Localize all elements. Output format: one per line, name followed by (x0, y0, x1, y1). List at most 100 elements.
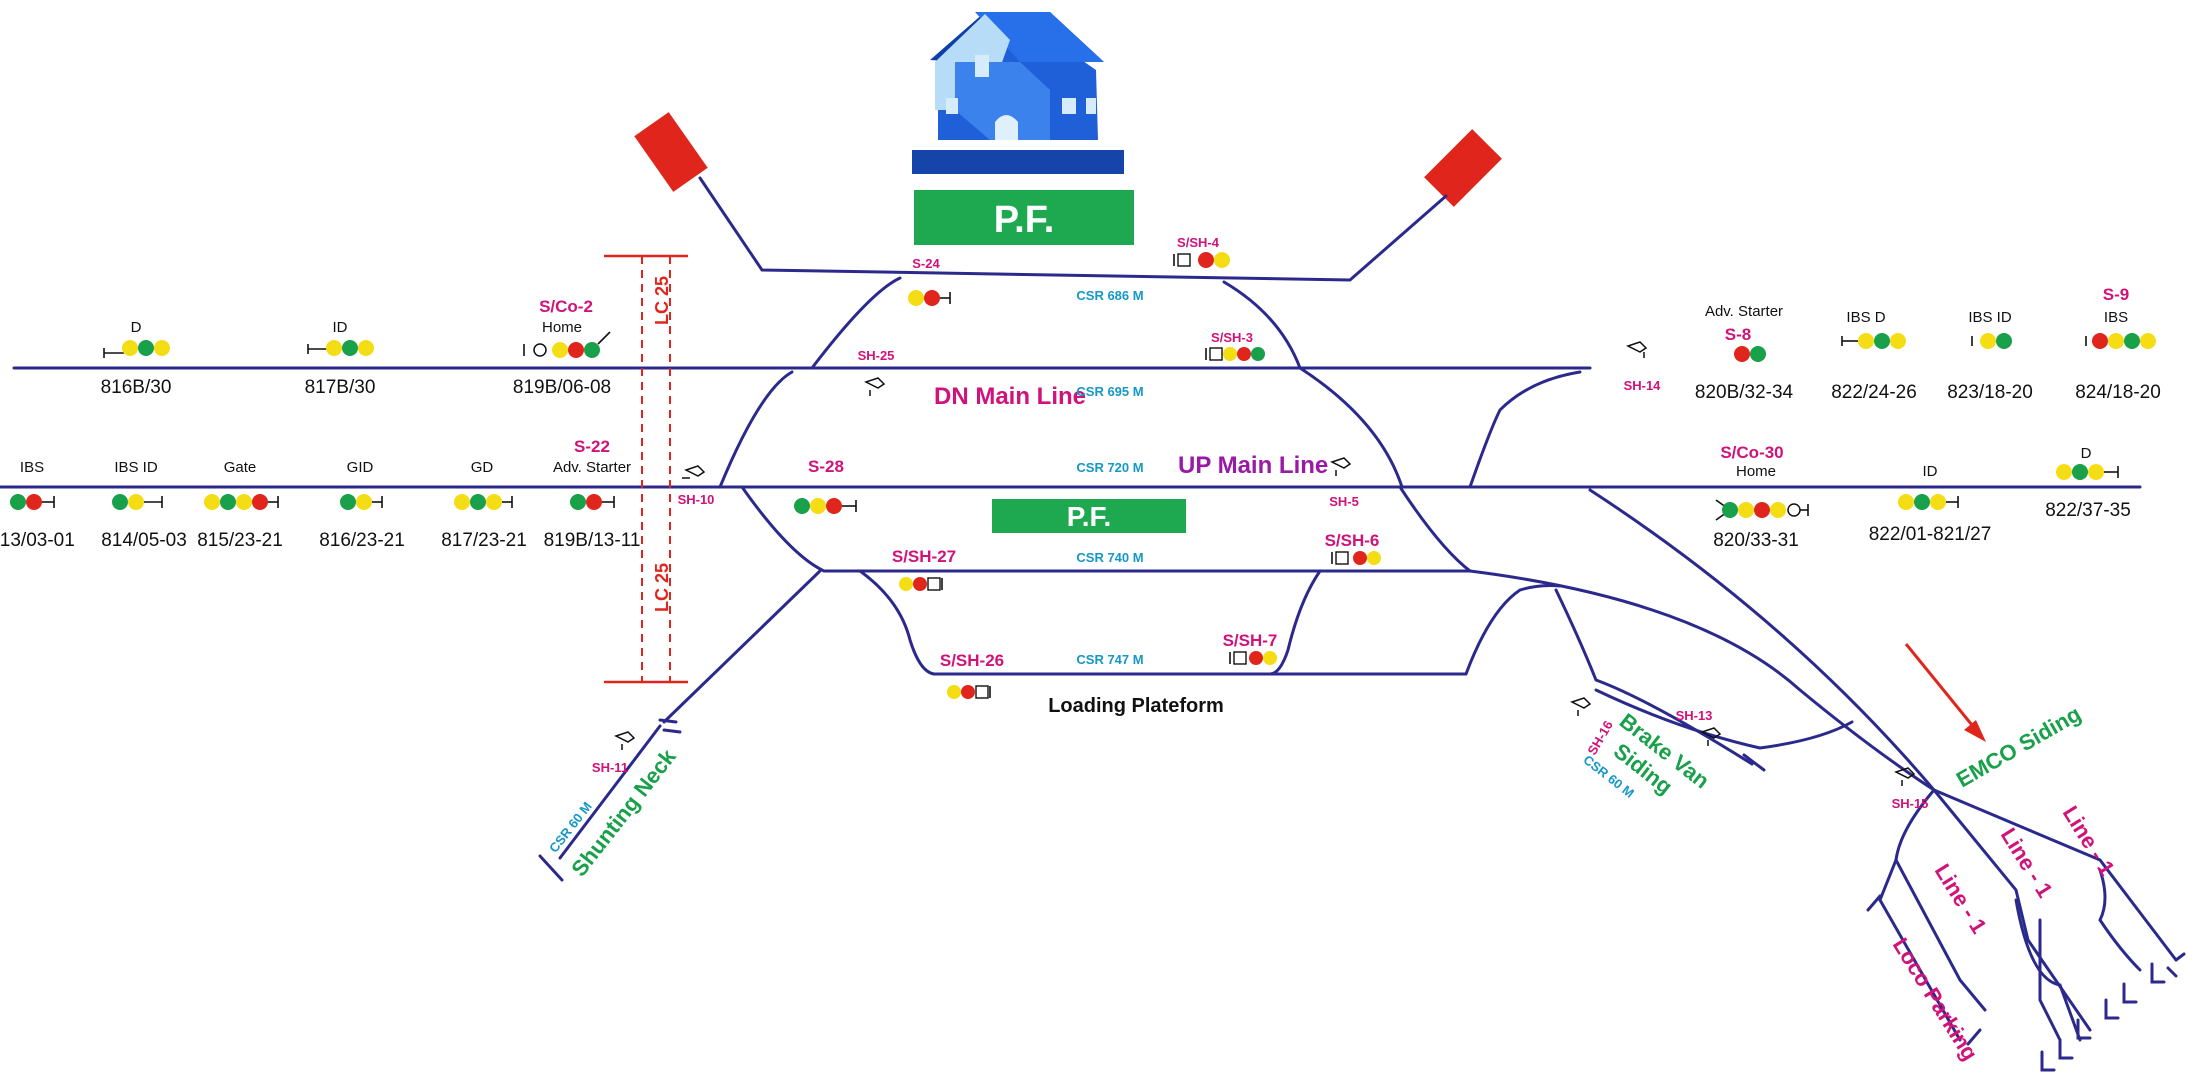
csr-label: CSR 686 M (1076, 288, 1143, 303)
up-signal-ibs: IBS 813/03-01 (0, 459, 75, 551)
lc-label-bottom: LC 25 (652, 563, 672, 612)
up-signal-id: ID 822/01-821/27 (1869, 463, 1992, 545)
csr-label: CSR 720 M (1076, 460, 1143, 475)
dn-signal-adv-starter: Adv. Starter S-8 820B/32-34 (1695, 303, 1794, 403)
station-building-icon (912, 12, 1124, 174)
signal-sh11: SH-11 (592, 731, 636, 775)
km-marker: 817/23-21 (441, 530, 527, 551)
km-marker: 820B/32-34 (1695, 382, 1794, 403)
km-marker: 819B/13-11 (544, 530, 641, 551)
signal-sh14: SH-14 (1624, 341, 1662, 393)
km-marker: 819B/06-08 (513, 377, 611, 398)
svg-text:SH-10: SH-10 (678, 492, 715, 507)
signal-sh10: SH-10 (678, 465, 715, 507)
svg-text:Adv. Starter: Adv. Starter (1705, 303, 1783, 320)
lc-label-top: LC 25 (652, 276, 672, 325)
emco-siding-label: EMCO Siding (1952, 701, 2085, 792)
svg-text:S/SH-27: S/SH-27 (892, 547, 956, 566)
loading-platform-label: Loading Plateform (1048, 695, 1224, 717)
svg-text:Gate: Gate (224, 459, 257, 476)
svg-text:S/Co-30: S/Co-30 (1720, 443, 1783, 462)
svg-text:ID: ID (1923, 463, 1938, 480)
up-signal-gid: GID 816/23-21 (319, 459, 405, 551)
km-marker: 822/37-35 (2045, 500, 2131, 521)
signal-ssh4: S/SH-4 (1173, 235, 1230, 268)
top-loop (698, 176, 1448, 282)
km-marker: 817B/30 (305, 377, 376, 398)
svg-text:S-24: S-24 (912, 256, 940, 271)
arrow-icon (1904, 643, 1986, 742)
km-marker: 822/24-26 (1831, 382, 1917, 403)
svg-text:IBS ID: IBS ID (1968, 309, 2012, 326)
svg-text:S/SH-26: S/SH-26 (940, 651, 1004, 670)
dn-signal-ibs: S-9 IBS 824/18-20 (2075, 285, 2161, 403)
platform-island: P.F. (992, 499, 1186, 533)
csr-label: CSR 695 M (1076, 384, 1143, 399)
line-1-label: Line - 1 (1996, 823, 2058, 902)
svg-text:SH-11: SH-11 (592, 760, 628, 775)
signal-ssh7: S/SH-7 (1223, 631, 1278, 665)
dn-main-line-label: DN Main Line (934, 383, 1086, 410)
km-marker: 823/18-20 (1947, 382, 2033, 403)
km-marker: 814/05-03 (101, 530, 187, 551)
csr-label: CSR 747 M (1076, 652, 1143, 667)
svg-text:SH-14: SH-14 (1624, 378, 1662, 393)
svg-text:S/SH-6: S/SH-6 (1325, 531, 1380, 550)
km-marker: 820/33-31 (1713, 530, 1799, 551)
svg-text:Adv. Starter: Adv. Starter (553, 459, 631, 476)
svg-text:GID: GID (347, 459, 374, 476)
up-signal-gate: Gate 815/23-21 (197, 459, 283, 551)
shunting-neck-track (662, 569, 822, 724)
level-crossing: LC 25 LC 25 (604, 254, 688, 684)
svg-text:Home: Home (542, 319, 582, 336)
trap-block-left (634, 112, 708, 192)
svg-text:S-22: S-22 (574, 437, 610, 456)
csr-label: CSR 740 M (1076, 550, 1143, 565)
svg-text:S/SH-4: S/SH-4 (1177, 235, 1220, 250)
svg-text:IBS: IBS (2104, 309, 2128, 326)
km-marker: 813/03-01 (0, 530, 75, 551)
svg-text:D: D (2081, 445, 2092, 462)
platform-main: P.F. (914, 190, 1134, 245)
signal-ssh6: S/SH-6 (1325, 531, 1381, 565)
signal-sh5: SH-5 (1329, 457, 1359, 509)
svg-text:GD: GD (471, 459, 494, 476)
up-signal-gd: GD 817/23-21 (441, 459, 527, 551)
signal-ssh26: S/SH-26 (940, 651, 1004, 699)
platform-label: P.F. (994, 199, 1055, 241)
svg-text:S-8: S-8 (1725, 325, 1751, 344)
dn-signal-home: S/Co-2 Home 819B/06-08 (513, 297, 611, 398)
dn-signal-id: ID 817B/30 (305, 319, 376, 398)
svg-text:S/SH-7: S/SH-7 (1223, 631, 1278, 650)
svg-text:IBS: IBS (20, 459, 44, 476)
svg-text:SH-16: SH-16 (1584, 718, 1615, 757)
signal-s24: S-24 (908, 256, 951, 306)
emco-siding-track (1468, 569, 1936, 792)
signal-s28: S-28 (794, 457, 857, 514)
up-signal-home: S/Co-30 Home 820/33-31 (1713, 443, 1809, 551)
dn-signal-ibs-id: IBS ID 823/18-20 (1947, 309, 2033, 403)
line-1-label: Line - 1 (1930, 859, 1992, 938)
km-marker: 815/23-21 (197, 530, 283, 551)
line-1-label: Line - 1 (2058, 801, 2120, 880)
signal-sh15: SH-15 (1892, 767, 1929, 811)
svg-text:IBS D: IBS D (1846, 309, 1885, 326)
up-signal-d: D 822/37-35 (2045, 445, 2131, 521)
svg-text:IBS ID: IBS ID (114, 459, 158, 476)
signal-ssh27: S/SH-27 (892, 547, 956, 591)
dn-signal-ibs-d: IBS D 822/24-26 (1831, 309, 1917, 403)
loco-parking-track (1878, 858, 1898, 902)
svg-text:Home: Home (1736, 463, 1776, 480)
tracks (0, 176, 2186, 1072)
signal-sh25: SH-25 (858, 348, 894, 396)
svg-text:ID: ID (333, 319, 348, 336)
svg-text:SH-15: SH-15 (1892, 796, 1929, 811)
signal-ssh3: S/SH-3 (1205, 330, 1265, 361)
platform-label: P.F. (1067, 501, 1112, 532)
dn-signal-d: D 816B/30 (101, 319, 172, 398)
km-marker: 816/23-21 (319, 530, 405, 551)
svg-text:S-28: S-28 (808, 457, 844, 476)
km-marker: 824/18-20 (2075, 382, 2161, 403)
km-marker: 822/01-821/27 (1869, 524, 1992, 545)
